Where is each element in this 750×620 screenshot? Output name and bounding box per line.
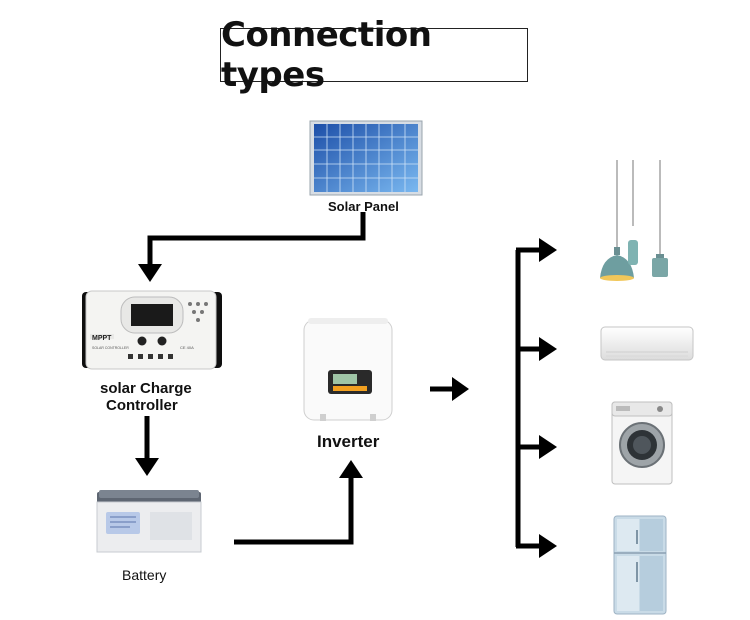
diagram-title: Connection types (220, 15, 528, 95)
washing-machine-image (611, 401, 673, 485)
arrow-battery-to-inverter (234, 460, 363, 545)
charge-controller-label: solar Charge Controller (100, 380, 192, 414)
refrigerator-image (613, 515, 667, 615)
battery-label: Battery (122, 567, 167, 583)
air-conditioner-image (600, 326, 694, 361)
controller-brand-text: MPPT (92, 335, 112, 342)
charge-controller-image: MPPT SOLAR CONTROLLER CE 40A (82, 290, 222, 370)
charge-controller-label-line2: Controller (106, 397, 178, 414)
distribution-bus (515, 238, 557, 558)
arrow-inverter-to-appliances (430, 377, 469, 401)
inverter-image (303, 318, 393, 421)
title-text: Connection types (221, 15, 432, 95)
solar-panel-image (309, 120, 423, 196)
pendant-lamps-image (600, 160, 668, 281)
charge-controller-label-line1: solar Charge (100, 380, 192, 397)
battery-image (96, 490, 202, 553)
controller-model-text: CE 40A (180, 345, 194, 350)
inverter-label: Inverter (317, 432, 380, 451)
arrow-controller-to-battery (135, 416, 159, 476)
arrow-panel-to-controller (138, 212, 366, 282)
solar-panel-label: Solar Panel (328, 199, 399, 214)
controller-sub-text: SOLAR CONTROLLER (92, 346, 129, 350)
